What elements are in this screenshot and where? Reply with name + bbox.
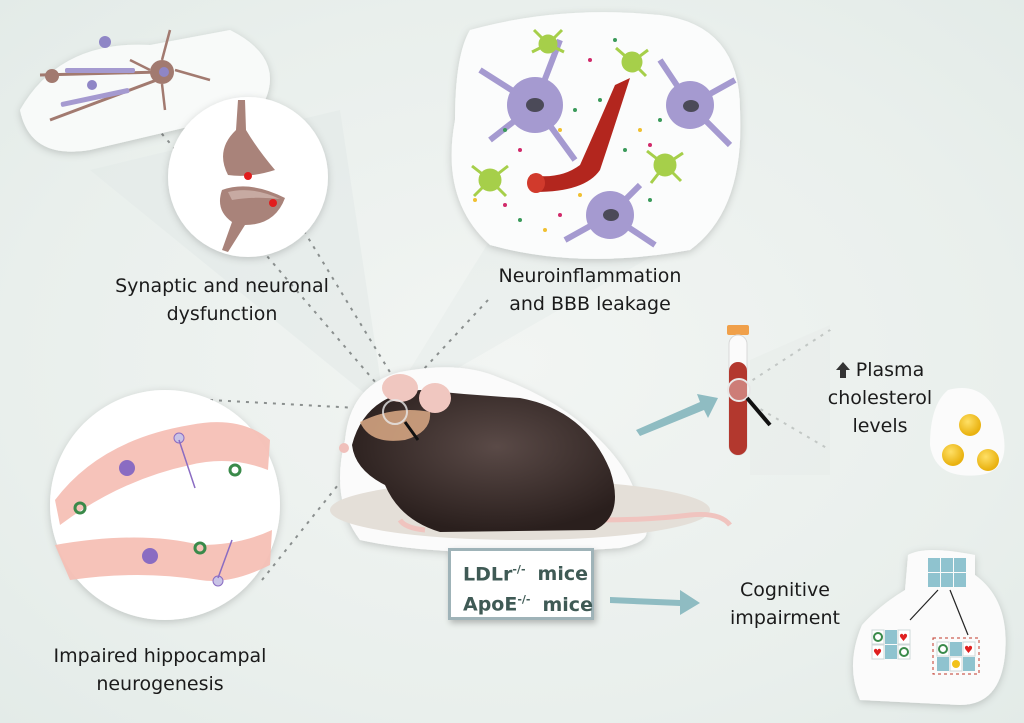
neuroinflammation-label-line2: and BBB leakage — [509, 293, 671, 315]
neuroinflammation-label: Neuroinflammation and BBB leakage — [460, 262, 720, 318]
svg-text:♥: ♥ — [899, 633, 908, 644]
neurogenesis-label: Impaired hippocampal neurogenesis — [30, 642, 290, 698]
arrow-to-plasma — [636, 394, 718, 436]
model-ldlr: LDLr-/- mice — [463, 557, 591, 587]
plasma-label-line1: Plasma — [855, 359, 925, 381]
focus-cone — [385, 240, 680, 410]
neurogenesis-cells — [73, 432, 242, 587]
neuron-cells — [39, 29, 211, 122]
blood-vessel — [527, 78, 630, 193]
plasma-label-line1-row: Plasma — [820, 356, 940, 384]
model-apoe: ApoE-/- mice — [463, 587, 593, 617]
mouse-body — [339, 374, 615, 533]
mouse-tail — [599, 512, 732, 527]
cognitive-label-line2: impairment — [730, 607, 840, 629]
svg-text:♥: ♥ — [873, 648, 882, 659]
memory-test-illustration: ♥ ♥ ♥ — [852, 550, 1006, 705]
model-apoe-suffix: mice — [542, 593, 593, 616]
lipoprotein-icons — [930, 388, 1005, 476]
microglia — [471, 28, 684, 198]
astrocytes — [478, 38, 737, 248]
mouse-models-box: LDLr-/-mice ApoE-/-mice — [448, 548, 594, 620]
synaptic-label-line2: dysfunction — [166, 303, 278, 325]
cognitive-label-line1: Cognitive — [740, 579, 830, 601]
model-apoe-name: ApoE — [463, 593, 518, 616]
up-arrow-icon — [835, 362, 850, 378]
model-apoe-genotype: -/- — [517, 593, 531, 607]
arrow-to-cognitive — [610, 590, 700, 615]
model-ldlr-suffix: mice — [537, 563, 588, 586]
cognitive-label: Cognitive impairment — [710, 576, 860, 632]
synaptic-label: Synaptic and neuronal dysfunction — [92, 272, 352, 328]
blood-tube-icon — [727, 325, 830, 475]
neurogenesis-label-line2: neurogenesis — [96, 673, 224, 695]
plasma-label: Plasma cholesterol levels — [820, 356, 940, 440]
plasma-label-line2: cholesterol — [827, 387, 933, 409]
cytokine-dots — [473, 38, 662, 232]
neuroinflammation-label-line1: Neuroinflammation — [498, 265, 682, 287]
model-ldlr-genotype: -/- — [512, 563, 526, 576]
svg-text:♥: ♥ — [964, 645, 973, 656]
model-ldlr-name: LDLr — [463, 563, 513, 586]
synapse-illustration — [219, 100, 285, 252]
granule-cell-layers — [55, 422, 272, 581]
synaptic-label-line1: Synaptic and neuronal — [115, 275, 329, 297]
plasma-label-line3: levels — [852, 415, 908, 437]
neurogenesis-label-line1: Impaired hippocampal — [53, 645, 267, 667]
